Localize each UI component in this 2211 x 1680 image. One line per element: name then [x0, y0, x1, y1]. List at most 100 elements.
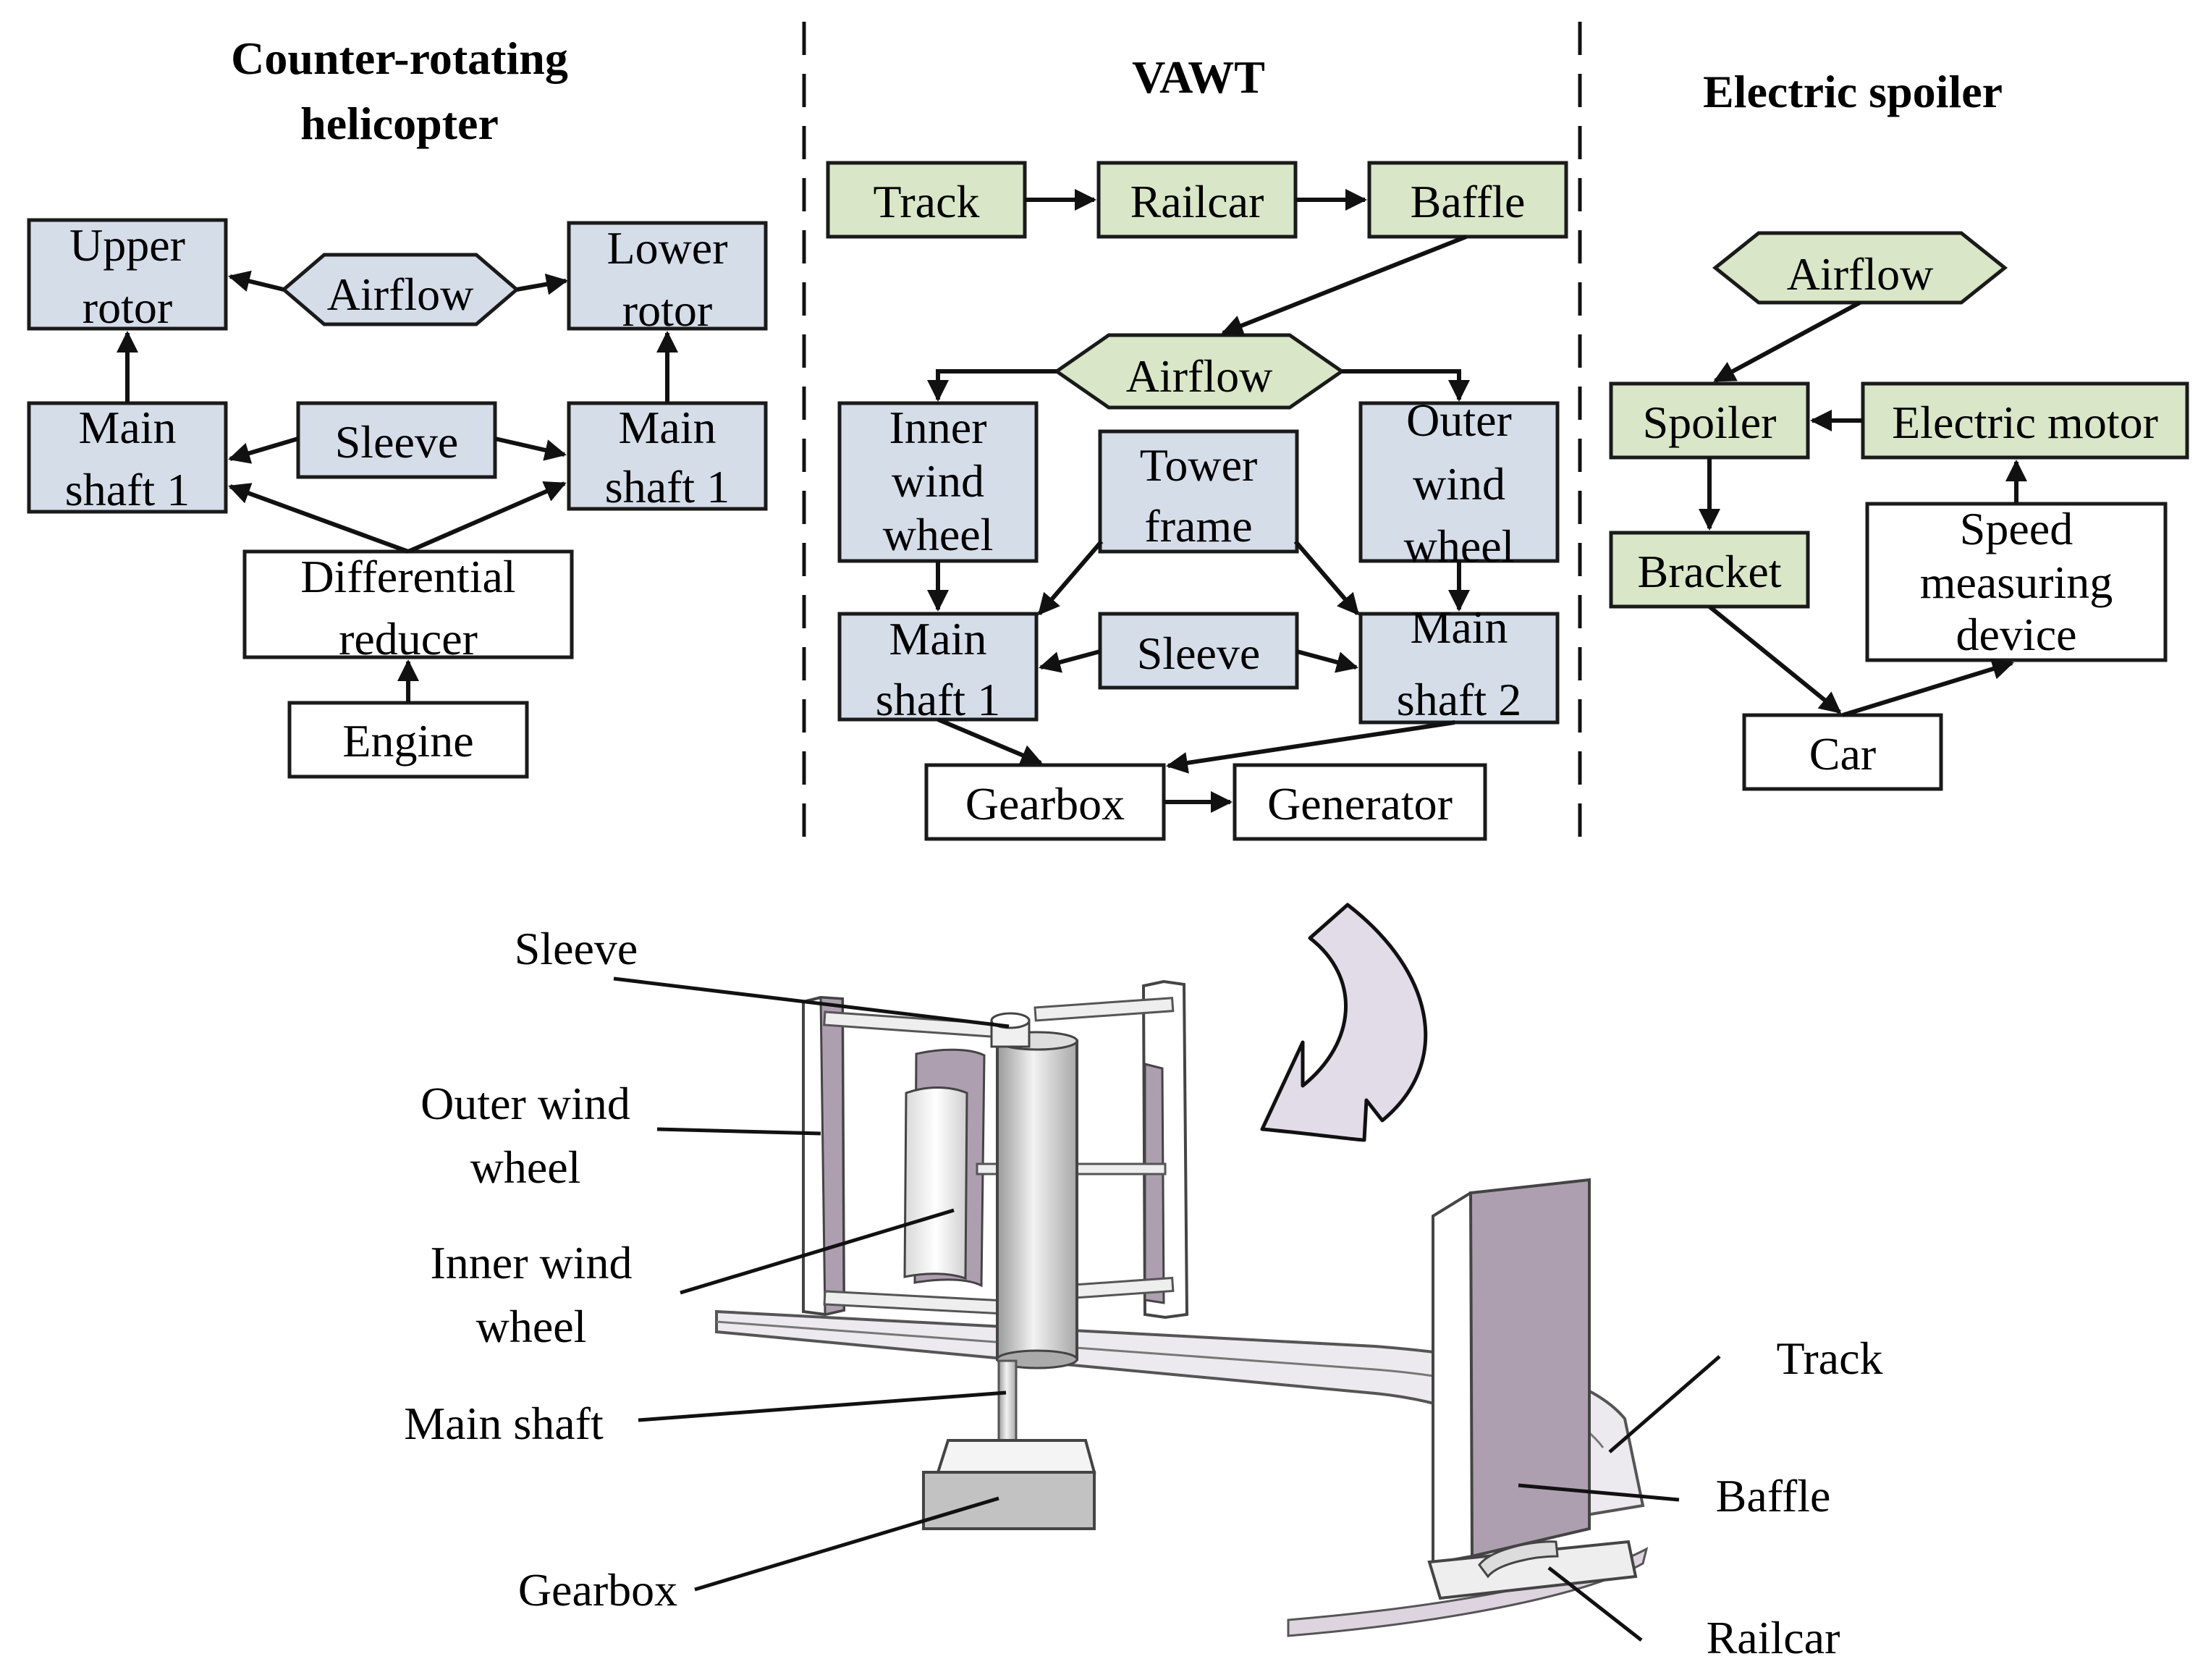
- speed-device-label-2: measuring: [1920, 557, 2113, 608]
- spoiler-title: Electric spoiler: [1703, 66, 2003, 117]
- vawt-airflow-hexagon: Airflow: [1053, 333, 1345, 410]
- differential-reducer-label-2: reducer: [339, 613, 478, 664]
- label-gearbox: Gearbox: [518, 1564, 677, 1616]
- outer-wind-wheel-label-1: Outer: [1406, 394, 1512, 446]
- helicopter-title-line1: Counter-rotating: [231, 33, 568, 84]
- arrow-shaft-1-to-gearbox: [937, 717, 1043, 766]
- leader-outer-wind-wheel: [656, 1127, 821, 1136]
- helicopter-title-line2: helicopter: [300, 98, 499, 149]
- arrow-sleeve-to-shaft-1: [1039, 649, 1101, 673]
- upper-rotor-box: Upper rotor: [27, 218, 228, 333]
- speed-device-label-3: device: [1956, 609, 2077, 660]
- helicopter-airflow-hexagon: Airflow: [281, 253, 520, 326]
- helicopter-sleeve-label: Sleeve: [335, 416, 459, 468]
- arrow-baffle-to-airflow: [1221, 235, 1468, 337]
- spoiler-airflow-hexagon: Airflow: [1712, 231, 2008, 305]
- car-box: Car: [1742, 713, 1943, 791]
- arrow-shaft-2-to-gearbox: [1166, 720, 1455, 774]
- spoiler-box: Spoiler: [1609, 381, 1810, 460]
- inner-wind-wheel-box: Inner wind wheel: [837, 401, 1039, 563]
- leader-gearbox: [694, 1496, 999, 1592]
- gearbox-block: [922, 1439, 1096, 1530]
- leader-inner-wind-wheel: [680, 1208, 955, 1295]
- sleeve-hub: [990, 1012, 1031, 1048]
- bracket-box: Bracket: [1609, 531, 1810, 609]
- lower-rotor-label-1: Lower: [606, 222, 727, 274]
- vawt-section: VAWT Track Railcar Baffle Airflow Inner …: [826, 51, 1568, 841]
- tower-frame-label-1: Tower: [1140, 439, 1258, 491]
- helicopter-main-shaft-left-label-2: shaft 1: [65, 464, 190, 515]
- label-outer-wind-wheel-1: Outer wind: [420, 1078, 630, 1129]
- vawt-track-label: Track: [874, 176, 980, 227]
- leader-track: [1608, 1355, 1721, 1453]
- helicopter-main-shaft-right-label-1: Main: [618, 402, 716, 453]
- arrow-airflow-to-inner-wheel: [927, 369, 1057, 402]
- outer-wind-wheel-box: Outer wind wheel: [1358, 394, 1560, 572]
- upper-rotor-label-1: Upper: [69, 219, 185, 271]
- spoiler-airflow-label: Airflow: [1787, 248, 1934, 300]
- vawt-sleeve-label: Sleeve: [1137, 628, 1261, 679]
- vawt-baffle-box: Baffle: [1367, 161, 1568, 239]
- spoiler-label: Spoiler: [1643, 397, 1777, 448]
- speed-device-label-1: Speed: [1960, 503, 2073, 554]
- electric-motor-box: Electric motor: [1861, 381, 2189, 460]
- helicopter-main-shaft-left-box: Main shaft 1: [27, 401, 228, 515]
- differential-reducer-box: Differential reducer: [242, 549, 574, 664]
- arrow-tower-to-shaft-2: [1293, 540, 1360, 616]
- tower-frame-label-2: frame: [1144, 500, 1252, 552]
- transition-curved-arrow: [1260, 903, 1428, 1142]
- outer-wind-wheel-label-2: wind: [1413, 458, 1505, 510]
- arrow-airflow-to-spoiler: [1713, 300, 1861, 383]
- arrow-airflow-to-lower-rotor: [516, 273, 568, 295]
- label-baffle: Baffle: [1716, 1470, 1831, 1521]
- helicopter-main-shaft-right-label-2: shaft 1: [605, 461, 730, 512]
- vawt-railcar-label: Railcar: [1130, 176, 1264, 227]
- engine-box: Engine: [287, 701, 529, 779]
- tower-frame-box: Tower frame: [1098, 429, 1299, 554]
- helicopter-section: Counter-rotating helicopter Upper rotor …: [27, 33, 768, 779]
- helicopter-airflow-label: Airflow: [327, 269, 474, 320]
- speed-device-box: Speed measuring device: [1865, 502, 2168, 662]
- lower-rotor-box: Lower rotor: [567, 221, 768, 336]
- label-main-shaft: Main shaft: [404, 1398, 604, 1449]
- label-outer-wind-wheel-2: wheel: [470, 1141, 581, 1193]
- railcar-block: [1427, 1540, 1638, 1600]
- outer-wind-wheel-right-panel: [1141, 979, 1189, 1320]
- label-sleeve: Sleeve: [515, 923, 638, 974]
- vawt-baffle-label: Baffle: [1411, 176, 1526, 227]
- bracket-label: Bracket: [1638, 546, 1782, 597]
- arrow-reducer-to-right-shaft: [407, 481, 567, 554]
- helicopter-main-shaft-right-box: Main shaft 1: [567, 401, 768, 512]
- arrow-reducer-to-left-shaft: [228, 483, 410, 554]
- label-inner-wind-wheel-2: wheel: [476, 1301, 587, 1352]
- electric-motor-label: Electric motor: [1892, 397, 2158, 448]
- central-cylinder: [996, 1031, 1078, 1369]
- outer-wind-wheel-left-panel: [802, 995, 846, 1317]
- vawt-generator-label: Generator: [1267, 778, 1453, 830]
- track-lower-strip: [1287, 1547, 1649, 1637]
- arrow-airflow-to-outer-wheel: [1342, 369, 1470, 402]
- upper-rotor-label-2: rotor: [83, 282, 172, 333]
- vawt-main-shaft-2-box: Main shaft 2: [1358, 601, 1560, 725]
- inner-wind-wheel-label-2: wind: [892, 455, 984, 507]
- vawt-title: VAWT: [1132, 51, 1265, 103]
- leader-sleeve: [613, 976, 1010, 1029]
- vawt-railcar-box: Railcar: [1096, 161, 1298, 239]
- arrow-sleeve-to-left-shaft: [228, 436, 299, 464]
- inner-wind-wheel-label-1: Inner: [889, 402, 986, 453]
- spoiler-section: Electric spoiler Airflow Spoiler Electri…: [1609, 66, 2189, 791]
- lower-rotor-label-2: rotor: [622, 284, 712, 336]
- inner-wind-wheel-label-3: wheel: [883, 509, 994, 560]
- car-label: Car: [1809, 728, 1876, 780]
- label-railcar: Railcar: [1707, 1612, 1840, 1663]
- vawt-track-box: Track: [826, 161, 1027, 239]
- label-inner-wind-wheel-1: Inner wind: [430, 1237, 632, 1288]
- arrow-bracket-to-car: [1708, 604, 1842, 714]
- leader-baffle: [1518, 1483, 1680, 1502]
- vawt-main-shaft-1-box: Main shaft 1: [837, 612, 1039, 725]
- leader-main-shaft: [638, 1390, 1007, 1422]
- label-track: Track: [1777, 1333, 1883, 1384]
- vawt-gearbox-label: Gearbox: [965, 778, 1125, 830]
- leader-railcar: [1547, 1566, 1643, 1642]
